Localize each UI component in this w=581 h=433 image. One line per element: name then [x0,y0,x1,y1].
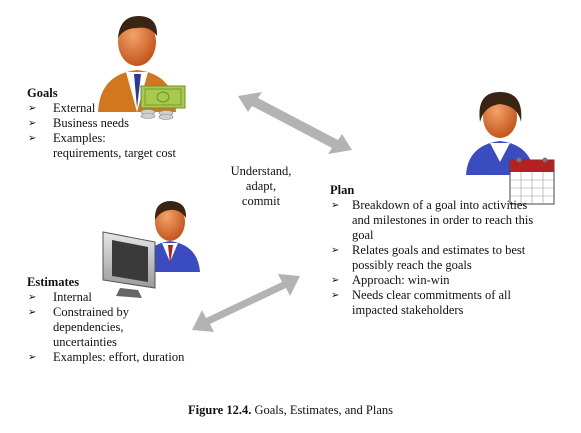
center-label-line: Understand, [230,164,292,178]
list-item: Needs clear commitments of all impacted … [330,288,545,318]
list-item: Constrained by dependencies, uncertainti… [27,305,187,350]
man-computer-icon [102,201,200,298]
figure-number: Figure 12.4. [188,403,252,417]
list-item: Internal [27,290,187,305]
estimates-list: Internal Constrained by dependencies, un… [27,290,187,365]
list-item: Examples: effort, duration [27,350,187,365]
plan-list: Breakdown of a goal into activities and … [330,198,545,318]
double-arrow-icon [192,92,352,332]
figure-caption: Figure 12.4. Goals, Estimates, and Plans [0,403,581,418]
center-label: Understand, adapt, commit [216,164,306,209]
estimates-title: Estimates [27,275,80,289]
list-item: Approach: win-win [330,273,545,288]
plan-title: Plan [330,183,355,197]
center-label-line: commit [241,194,281,208]
center-label-line: adapt, [245,179,277,193]
goals-block: Goals External Business needs Examples: … [27,86,177,161]
estimates-block: Estimates Internal Constrained by depend… [27,275,187,365]
plan-block: Plan Breakdown of a goal into activities… [330,183,545,318]
list-item: Relates goals and estimates to best poss… [330,243,545,273]
figure-title: Goals, Estimates, and Plans [254,403,393,417]
woman-calendar-icon [466,92,555,205]
goals-title: Goals [27,86,58,100]
goals-list: External Business needs Examples: requir… [27,101,177,161]
list-item: Examples: requirements, target cost [27,131,177,161]
list-item: Business needs [27,116,177,131]
list-item: External [27,101,177,116]
list-item: Breakdown of a goal into activities and … [330,198,545,243]
